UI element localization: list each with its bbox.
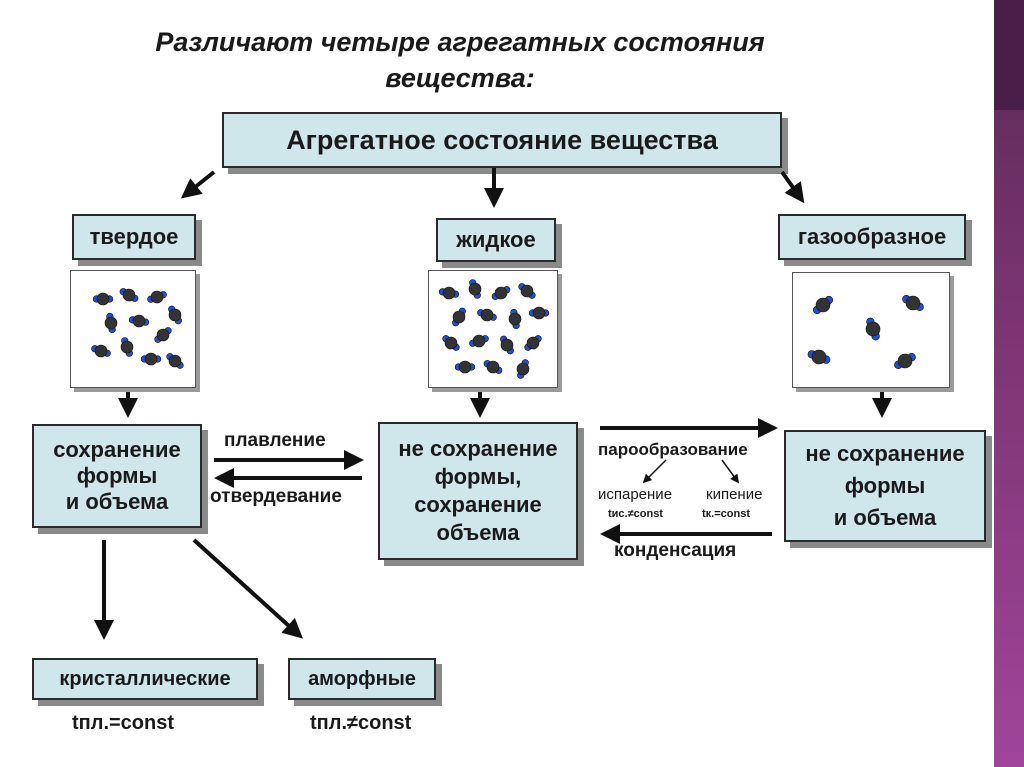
heading-line-1: Различают четыре агрегатных состояния bbox=[155, 27, 765, 57]
liquid-title-box: жидкое bbox=[436, 218, 556, 262]
atom-dark bbox=[96, 292, 110, 306]
atom-dark bbox=[458, 360, 472, 374]
solid-lattice-graphic bbox=[91, 288, 184, 369]
gas-property-line-3: и объема bbox=[833, 505, 937, 530]
atom-dark bbox=[442, 286, 456, 300]
amorphous-temp-label: tпл.≠const bbox=[310, 712, 412, 734]
crystalline-label: кристаллические bbox=[59, 667, 231, 690]
amorphous-label: аморфные bbox=[308, 667, 416, 690]
arrow-to-boiling bbox=[721, 459, 740, 484]
atom-dark bbox=[452, 310, 466, 324]
atom-dark bbox=[526, 336, 540, 350]
atom-dark bbox=[516, 362, 530, 376]
atom-dark bbox=[811, 349, 827, 365]
atom-dark bbox=[508, 312, 522, 326]
arrow-to-evaporation bbox=[642, 459, 667, 484]
decorative-side-bar bbox=[994, 0, 1024, 767]
atom-dark bbox=[156, 328, 170, 342]
evaporation-label: испарение bbox=[598, 486, 673, 503]
vaporization-label: парообразование bbox=[598, 440, 748, 459]
atom-dark bbox=[468, 282, 482, 296]
liquid-property-line-1: не сохранение bbox=[398, 436, 558, 461]
solid-property-line-1: сохранение bbox=[53, 437, 181, 462]
gas-title: газообразное bbox=[797, 224, 947, 249]
atom-dark bbox=[444, 336, 458, 350]
atom-dark bbox=[897, 353, 913, 369]
liquid-molecules-image bbox=[428, 270, 558, 388]
boiling-temp-label: tк.=const bbox=[702, 508, 750, 520]
amorphous-box: аморфные bbox=[288, 658, 436, 700]
boiling-label: кипение bbox=[706, 486, 763, 503]
atom-dark bbox=[494, 286, 508, 300]
gas-property-box: не сохранение формы и объема bbox=[784, 430, 986, 542]
gas-molecules-graphic bbox=[807, 294, 924, 369]
atom-dark bbox=[500, 338, 514, 352]
crystalline-temp-label: tпл.=const bbox=[72, 712, 175, 734]
atom-dark bbox=[168, 354, 182, 368]
atom-dark bbox=[150, 290, 164, 304]
arrow-root-to-gas bbox=[780, 170, 805, 204]
heading-line-2: вещества: bbox=[385, 63, 535, 93]
liquid-title: жидкое bbox=[456, 227, 536, 252]
crystalline-box: кристаллические bbox=[32, 658, 258, 700]
atom-dark bbox=[132, 314, 146, 328]
gas-property-line-2: формы bbox=[844, 473, 926, 498]
solid-molecules-image bbox=[70, 270, 196, 388]
atom-dark bbox=[144, 352, 158, 366]
gas-title-box: газообразное bbox=[778, 214, 966, 260]
atom-dark bbox=[486, 360, 500, 374]
liquid-property-line-3: сохранение bbox=[414, 492, 542, 517]
diagram-arrows bbox=[94, 168, 892, 640]
root-state-label: Агрегатное состояние вещества bbox=[286, 124, 718, 155]
solid-property-line-2: формы bbox=[76, 463, 158, 488]
atom-dark bbox=[120, 340, 134, 354]
liquid-property-box: не сохранение формы, сохранение объема bbox=[378, 422, 578, 560]
solid-title-box: твердое bbox=[72, 214, 196, 260]
root-state-box: Агрегатное состояние вещества bbox=[222, 112, 782, 168]
gas-molecules-image bbox=[792, 272, 950, 388]
liquid-property-line-2: формы, bbox=[434, 464, 522, 489]
atom-dark bbox=[104, 316, 118, 330]
atom-dark bbox=[532, 306, 546, 320]
atom-dark bbox=[520, 284, 534, 298]
condensation-label: конденсация bbox=[614, 540, 737, 561]
atom-dark bbox=[865, 321, 881, 337]
atom-dark bbox=[94, 344, 108, 358]
arrow-root-to-solid bbox=[180, 170, 216, 199]
solid-title: твердое bbox=[89, 224, 179, 249]
solid-property-box: сохранение формы и объема bbox=[32, 424, 202, 528]
atom-dark bbox=[472, 334, 486, 348]
atom-dark bbox=[122, 288, 136, 302]
solid-property-line-3: и объема bbox=[65, 489, 169, 514]
melting-label: плавление bbox=[224, 430, 326, 451]
slide-heading: Различают четыре агрегатных состояния ве… bbox=[60, 24, 860, 96]
liquid-molecules-graphic bbox=[438, 279, 550, 379]
solidification-label: отвердевание bbox=[210, 486, 342, 507]
atom-dark bbox=[905, 295, 921, 311]
liquid-property-line-4: объема bbox=[436, 520, 520, 545]
gas-property-line-1: не сохранение bbox=[805, 441, 965, 466]
arrow-to-amorphous bbox=[192, 538, 303, 639]
atom-dark bbox=[815, 297, 831, 313]
slide: Различают четыре агрегатных состояния ве… bbox=[32, 24, 986, 734]
evaporation-temp-label: tис.≠const bbox=[608, 508, 663, 520]
atom-dark bbox=[480, 308, 494, 322]
atom-dark bbox=[168, 308, 182, 322]
